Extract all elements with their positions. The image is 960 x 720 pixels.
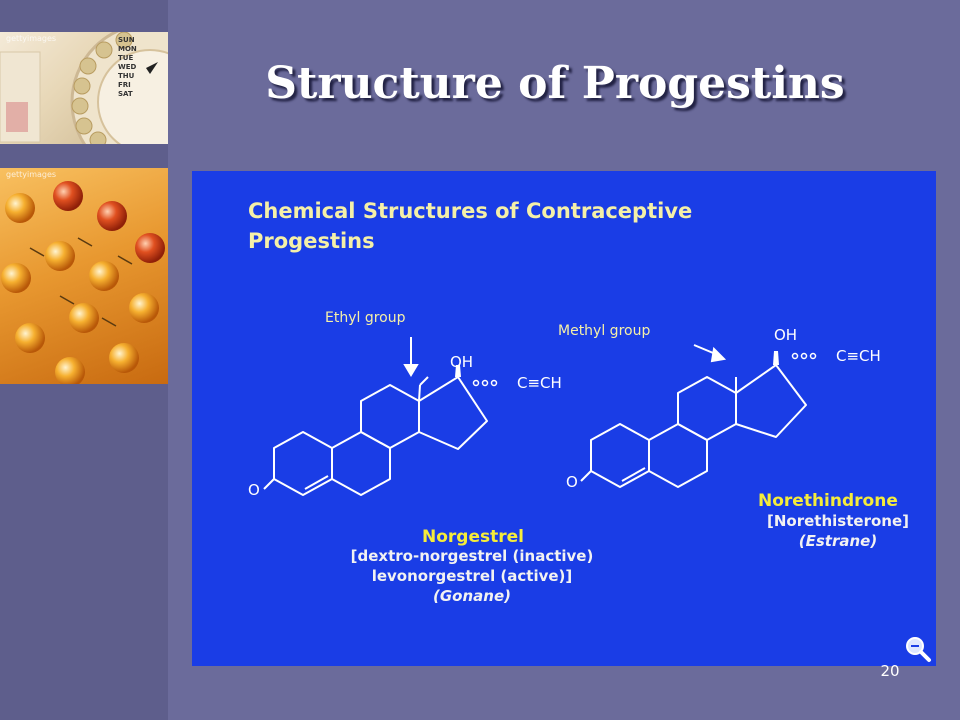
pill-calendar-illustration [0, 32, 168, 144]
figure-title-line: Chemical Structures of Contraceptive [248, 199, 693, 223]
day-label: WED [118, 63, 137, 71]
figure-title-line: Progestins [248, 229, 375, 253]
norethindrone-name: Norethindrone [758, 491, 898, 511]
day-label: SUN [118, 36, 135, 44]
molecule-drawings [263, 337, 817, 496]
ketone-oxygen-label: O [248, 481, 260, 499]
hydroxyl-label: OH [774, 326, 798, 344]
sidebar: gettyimages SUN MON TUE WED THU FRI SAT [0, 0, 168, 720]
wedge-bond [455, 365, 461, 377]
hashed-bond [472, 379, 498, 387]
description-line: [Norethisterone] [767, 512, 909, 530]
calendar-days: SUN MON TUE WED THU FRI SAT [118, 36, 137, 99]
day-label: THU [118, 72, 135, 80]
norgestrel-name: Norgestrel [422, 527, 524, 547]
zoom-out-icon[interactable] [904, 635, 932, 663]
day-label: TUE [118, 54, 134, 62]
norethindrone-description: [Norethisterone] (Estrane) [748, 511, 928, 551]
page-number: 20 [880, 662, 900, 680]
pill-calendar-photo: gettyimages SUN MON TUE WED THU FRI SAT [0, 32, 168, 144]
hashed-bond [791, 352, 817, 360]
ketone-oxygen-label: O [566, 473, 578, 491]
chemical-structures-figure: Chemical Structures of Contraceptive Pro… [192, 171, 936, 666]
norgestrel-description: [dextro-norgestrel (inactive) levonorges… [322, 546, 622, 606]
pill-blister-photo: gettyimages [0, 168, 168, 384]
wedge-bond [773, 351, 779, 365]
methyl-arrow [693, 344, 727, 363]
photo-credit: gettyimages [6, 34, 57, 43]
norethindrone-skeleton [580, 364, 807, 488]
pill-blister-illustration [1, 181, 165, 384]
description-line: (Estrane) [798, 532, 878, 550]
photo-credit: gettyimages [6, 170, 57, 179]
ethyl-arrow [403, 337, 419, 377]
day-label: MON [118, 45, 137, 53]
figure-title: Chemical Structures of Contraceptive Pro… [248, 196, 692, 256]
day-label: SAT [118, 90, 133, 98]
norgestrel-skeleton [263, 376, 488, 496]
day-label: FRI [118, 81, 131, 89]
ethynyl-label: C≡CH [517, 374, 562, 392]
ethynyl-label: C≡CH [836, 347, 881, 365]
description-line: levonorgestrel (active)] [371, 567, 573, 585]
hydroxyl-label: OH [450, 353, 474, 371]
description-line: [dextro-norgestrel (inactive) [350, 547, 594, 565]
slide-title: Structure of Progestins [265, 58, 845, 109]
methyl-group-label: Methyl group [558, 323, 651, 339]
description-line: (Gonane) [433, 587, 511, 605]
ethyl-group-label: Ethyl group [325, 310, 406, 326]
